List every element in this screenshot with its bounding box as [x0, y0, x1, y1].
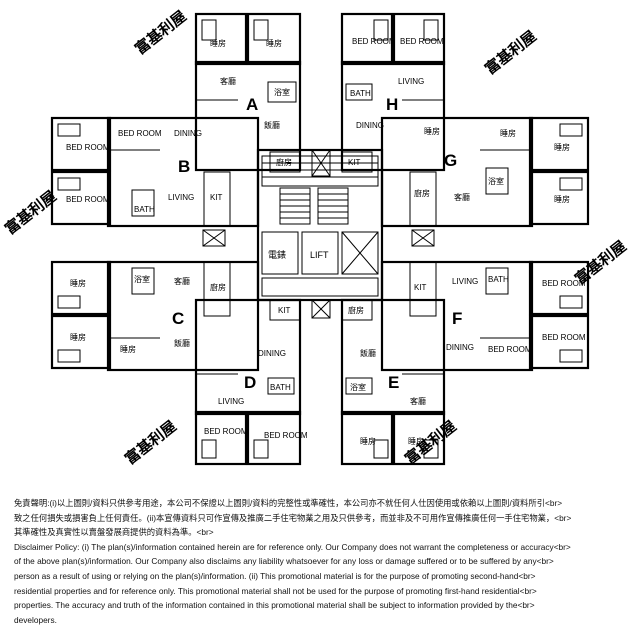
- unit-c-living: 客廳: [174, 276, 190, 286]
- unit-e-bedroom-2: 睡房: [408, 436, 424, 446]
- unit-h-bedroom-2: BED ROOM: [400, 37, 444, 46]
- unit-e-bedroom-1: 睡房: [360, 436, 376, 446]
- unit-g-living: 客廳: [454, 192, 470, 202]
- watermark: 富基利屋: [121, 417, 179, 468]
- unit-b-living: LIVING: [168, 193, 194, 202]
- unit-c-letter: C: [172, 309, 184, 328]
- unit-g-letter: G: [444, 151, 457, 170]
- disclaimer-line: 其準確性及真實性以賣盤發展商提供的資料為準。<br>: [14, 527, 214, 538]
- unit-h-dining: DINING: [356, 121, 384, 130]
- unit-b-bedroom-1: BED ROOM: [66, 143, 110, 152]
- disclaimer-line: Disclaimer Policy: (i) The plan(s)/infor…: [14, 541, 571, 552]
- unit-g-bedroom-3: 睡房: [554, 142, 570, 152]
- disclaimer: 免責聲明:(i)以上圖則/資料只供參考用途，本公司不保證以上圖則/資料的完整性或…: [14, 496, 628, 627]
- disclaimer-line: developers.: [14, 614, 57, 625]
- unit-a-letter: A: [246, 95, 258, 114]
- unit-d-bedroom-1: BED ROOM: [204, 427, 248, 436]
- unit-g: 睡房 睡房 睡房 睡房 客廳 浴室 廚房 G: [380, 116, 590, 228]
- unit-g-bath: 浴室: [488, 176, 504, 186]
- unit-g-kitchen: 廚房: [414, 188, 430, 198]
- unit-b: BED ROOM BED ROOM BED ROOM DINING LIVING…: [50, 116, 260, 228]
- unit-c-kitchen: 廚房: [210, 282, 226, 292]
- unit-b-letter: B: [178, 157, 190, 176]
- disclaimer-line: properties. The accuracy and truth of th…: [14, 600, 535, 611]
- unit-b-bedroom-2: BED ROOM: [118, 129, 162, 138]
- unit-g-bedroom-4: 睡房: [554, 194, 570, 204]
- unit-f: BED ROOM BED ROOM BED ROOM LIVING DINING…: [380, 260, 590, 372]
- stair-left: [279, 187, 311, 225]
- disclaimer-line: 免責聲明:(i)以上圖則/資料只供參考用途，本公司不保證以上圖則/資料的完整性或…: [14, 498, 563, 508]
- unit-c-bedroom-2: 睡房: [70, 332, 86, 342]
- electric-room-label: 電錶: [268, 249, 286, 260]
- unit-h-bedroom-1: BED ROOM: [352, 37, 396, 46]
- watermark: 富基利屋: [481, 27, 539, 78]
- unit-e-kitchen: 廚房: [348, 305, 364, 315]
- unit-f-letter: F: [452, 309, 462, 328]
- unit-e-dining: 飯廳: [360, 348, 376, 358]
- unit-a-living: 客廳: [220, 76, 236, 86]
- unit-c-bedroom-3: 睡房: [120, 344, 136, 354]
- unit-d-kitchen: KIT: [278, 306, 291, 315]
- unit-c-bath: 浴室: [134, 274, 150, 284]
- disclaimer-line: person as a result of using or relying o…: [14, 570, 536, 581]
- lift-label: LIFT: [310, 250, 329, 260]
- disclaimer-line: of the above plan(s)/information. Our Co…: [14, 556, 554, 567]
- unit-d: KIT DINING BATH LIVING BED ROOM BED ROOM…: [194, 298, 308, 466]
- unit-h-letter: H: [386, 95, 398, 114]
- floor-plan: 電錶 LIFT 睡房 睡房 客廳 浴室 飯廳 廚房 A: [1, 7, 629, 468]
- unit-e-living: 客廳: [410, 396, 426, 406]
- unit-b-dining: DINING: [174, 129, 202, 138]
- unit-f-bath: BATH: [488, 275, 509, 284]
- unit-b-bedroom-3: BED ROOM: [66, 195, 110, 204]
- unit-d-dining: DINING: [258, 349, 286, 358]
- unit-a-bedroom-1: 睡房: [210, 38, 226, 48]
- unit-f-kitchen: KIT: [414, 283, 427, 292]
- unit-h: BED ROOM BED ROOM LIVING BATH DINING KIT…: [340, 12, 446, 173]
- unit-f-dining: DINING: [446, 343, 474, 352]
- unit-e: 廚房 飯廳 浴室 客廳 睡房 睡房 E: [340, 298, 446, 466]
- unit-d-living: LIVING: [218, 397, 244, 406]
- unit-d-bedroom-2: BED ROOM: [264, 431, 308, 440]
- unit-a-kitchen: 廚房: [276, 157, 292, 167]
- unit-c: 睡房 睡房 睡房 浴室 客廳 飯廳 廚房 C: [50, 260, 260, 372]
- unit-c-dining: 飯廳: [174, 338, 190, 348]
- unit-g-bedroom-1: 睡房: [424, 126, 440, 136]
- unit-f-bedroom-2: BED ROOM: [542, 333, 586, 342]
- unit-f-living: LIVING: [452, 277, 478, 286]
- disclaimer-line: 致之任何損失或損害負上任何責任。(ii)本宣傳資料只可作宣傳及推廣二手住宅物業之…: [14, 512, 572, 523]
- stair-right: [317, 187, 349, 225]
- unit-g-bedroom-2: 睡房: [500, 128, 516, 138]
- unit-d-bath: BATH: [270, 383, 291, 392]
- unit-c-bedroom-1: 睡房: [70, 278, 86, 288]
- unit-d-letter: D: [244, 373, 256, 392]
- unit-f-bedroom-1: BED ROOM: [542, 279, 586, 288]
- unit-a: 睡房 睡房 客廳 浴室 飯廳 廚房 A: [194, 12, 302, 173]
- central-core: 電錶 LIFT: [202, 148, 435, 319]
- unit-h-kitchen: KIT: [348, 158, 361, 167]
- unit-b-kitchen: KIT: [210, 193, 223, 202]
- unit-a-bedroom-2: 睡房: [266, 38, 282, 48]
- watermark: 富基利屋: [131, 7, 189, 58]
- unit-h-living: LIVING: [398, 77, 424, 86]
- watermarks: 富基利屋 富基利屋 富基利屋 富基利屋 富基利屋 富基利屋: [1, 7, 629, 468]
- unit-h-bath: BATH: [350, 89, 371, 98]
- unit-e-letter: E: [388, 373, 399, 392]
- unit-a-bath: 浴室: [274, 87, 290, 97]
- unit-b-bath: BATH: [134, 205, 155, 214]
- unit-a-dining: 飯廳: [264, 120, 280, 130]
- disclaimer-line: residential properties and for reference…: [14, 585, 537, 596]
- unit-e-bath: 浴室: [350, 382, 366, 392]
- unit-f-bedroom-3: BED ROOM: [488, 345, 532, 354]
